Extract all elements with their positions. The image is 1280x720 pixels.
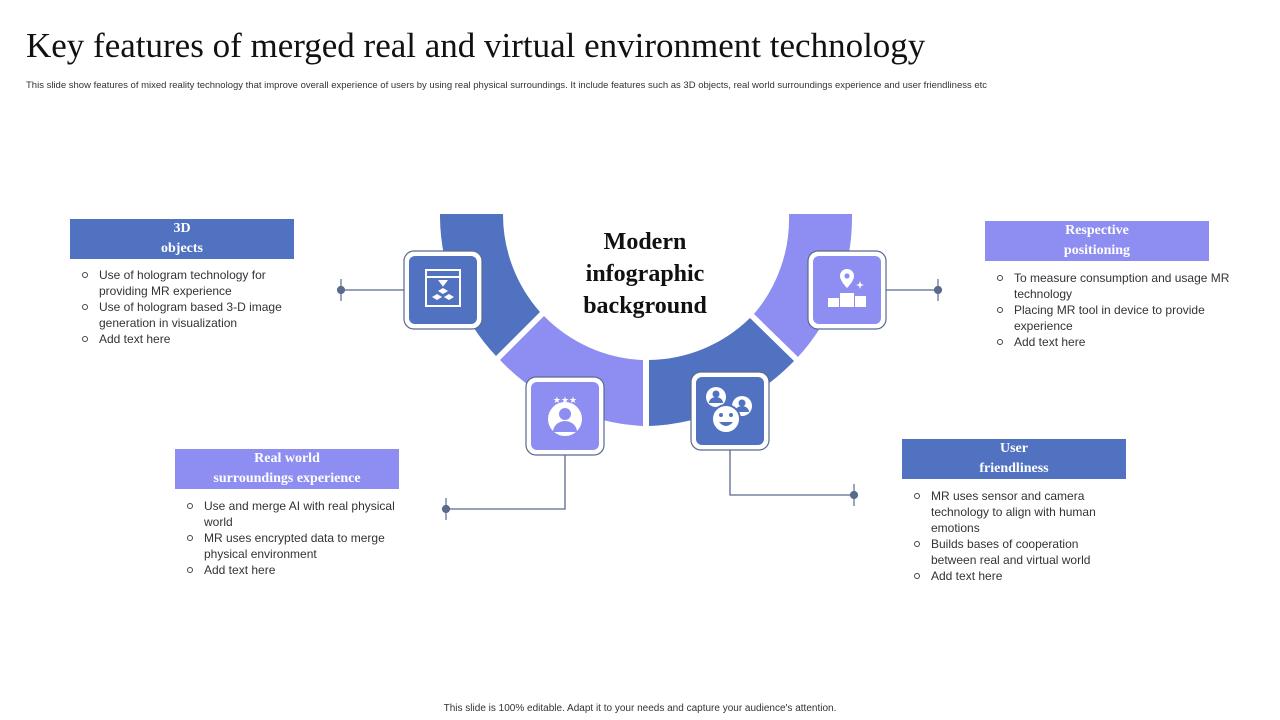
3d-printer-icon xyxy=(425,269,461,307)
slide-title: Key features of merged real and virtual … xyxy=(26,26,926,65)
header-real-world: Real world surroundings experience xyxy=(175,449,399,489)
list-item: Add text here xyxy=(184,562,424,578)
footer-note: This slide is 100% editable. Adapt it to… xyxy=(443,703,837,714)
list-item: Use and merge AI with real physical worl… xyxy=(184,498,424,530)
tile-user-friendliness xyxy=(690,371,770,451)
list-item: Add text here xyxy=(994,334,1230,350)
tile-real-world: ★★★ xyxy=(525,376,605,456)
list-item: Add text here xyxy=(911,568,1111,584)
list-item: Placing MR tool in device to provide exp… xyxy=(994,302,1230,334)
header-3d-objects: 3D objects xyxy=(70,219,294,259)
bullets-3d-objects: Use of hologram technology for providing… xyxy=(79,267,309,347)
list-item: MR uses sensor and camera technology to … xyxy=(911,488,1111,536)
user-stars-icon: ★★★ xyxy=(548,396,582,436)
list-item: Builds bases of cooperation between real… xyxy=(911,536,1111,568)
center-heading: Modern infographic background xyxy=(583,229,707,319)
arc-segment-2 xyxy=(500,316,643,426)
header-user-friendliness: User friendliness xyxy=(902,439,1126,479)
users-smile-icon xyxy=(706,387,752,434)
arc-segment-4 xyxy=(754,214,852,357)
podium-location-icon xyxy=(828,269,866,307)
list-item: Use of hologram based 3-D image generati… xyxy=(79,299,309,331)
arc-segment-1 xyxy=(440,214,540,356)
bullets-real-world: Use and merge AI with real physical worl… xyxy=(184,498,424,578)
list-item: Use of hologram technology for providing… xyxy=(79,267,309,299)
list-item: To measure consumption and usage MR tech… xyxy=(994,270,1230,302)
bullets-user-friendliness: MR uses sensor and camera technology to … xyxy=(911,488,1111,584)
tile-positioning xyxy=(807,250,887,330)
connector-user xyxy=(729,450,854,496)
tile-3d-objects xyxy=(403,250,483,330)
svg-text:★★★: ★★★ xyxy=(553,396,577,406)
slide-subtitle: This slide show features of mixed realit… xyxy=(26,80,988,91)
connector-real-world xyxy=(446,455,566,510)
list-item: Add text here xyxy=(79,331,309,347)
list-item: MR uses encrypted data to merge physical… xyxy=(184,530,424,562)
header-positioning: Respective positioning xyxy=(985,221,1209,261)
bullets-positioning: To measure consumption and usage MR tech… xyxy=(994,270,1230,350)
